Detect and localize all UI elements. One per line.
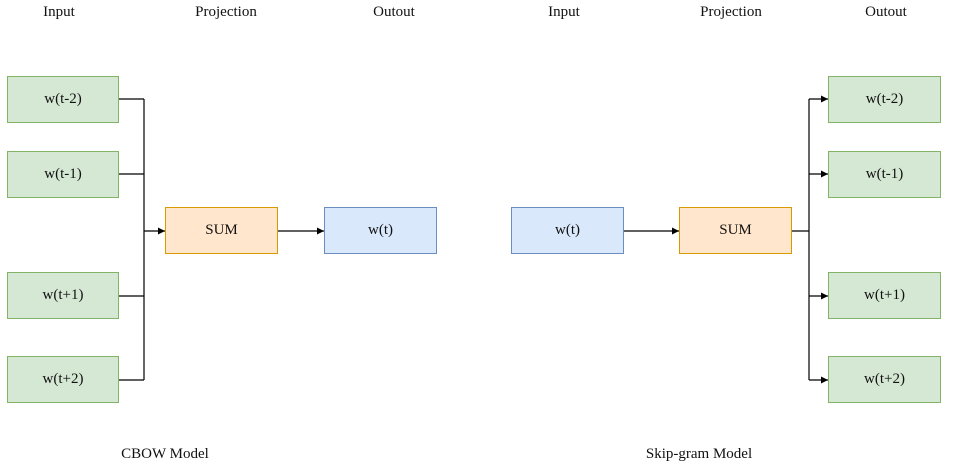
cbow-context-node-w-t-2: w(t-2) (7, 76, 119, 123)
cbow-caption: CBOW Model (121, 446, 209, 462)
skipgram-input-node: w(t) (511, 207, 624, 254)
skipgram-context-node-w-t-1: w(t-1) (828, 151, 941, 198)
cbow-sum-node: SUM (165, 207, 278, 254)
cbow-header-output: Outout (373, 4, 415, 20)
skipgram-sum-node: SUM (679, 207, 792, 254)
skipgram-caption: Skip-gram Model (645, 446, 753, 462)
skipgram-header-projection: Projection (700, 4, 762, 20)
cbow-output-node: w(t) (324, 207, 437, 254)
skipgram-header-output: Outout (865, 4, 907, 20)
skipgram-header-input: Input (548, 4, 580, 20)
skipgram-context-node-w-t+2: w(t+2) (828, 356, 941, 403)
skipgram-context-node-w-t-2: w(t-2) (828, 76, 941, 123)
cbow-header-input: Input (43, 4, 75, 20)
cbow-context-node-w-t+1: w(t+1) (7, 272, 119, 319)
cbow-context-node-w-t+2: w(t+2) (7, 356, 119, 403)
cbow-header-projection: Projection (195, 4, 257, 20)
cbow-context-node-w-t-1: w(t-1) (7, 151, 119, 198)
skipgram-context-node-w-t+1: w(t+1) (828, 272, 941, 319)
